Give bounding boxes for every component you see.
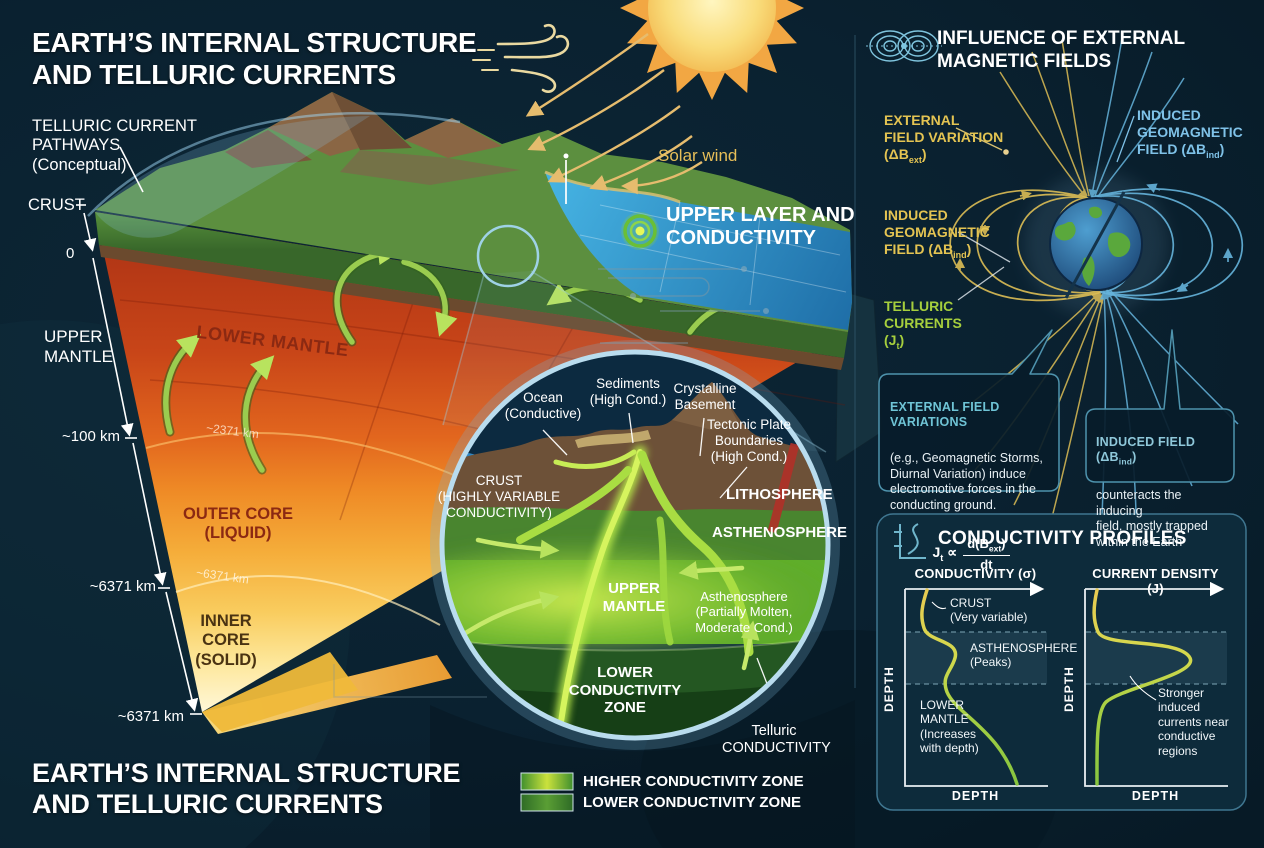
external-variations-infobox-body: (e.g., Geomagnetic Storms, Diurnal Varia… [890, 451, 1043, 512]
upper-mantle-label: UPPER MANTLE [44, 327, 113, 367]
depth-x-axis-label-1: DEPTH [951, 789, 1000, 803]
page-title: EARTH’S INTERNAL STRUCTURE AND TELLURIC … [32, 27, 477, 91]
conductivity-axis-title: CONDUCTIVITY (σ) [914, 566, 1037, 581]
current-density-axis-title: CURRENT DENSITY (J) [1092, 566, 1219, 597]
conductivity-profiles-panel [876, 513, 1247, 811]
inset-ocean-label: Ocean (Conductive) [504, 390, 582, 421]
legend-swatches [520, 772, 574, 812]
induced-geomagnetic-field-yellow-label: INDUCED GEOMAGNETIC FIELD (ΔBind) [884, 207, 990, 261]
external-variations-infobox-header: EXTERNAL FIELD VARIATIONS [890, 399, 1000, 429]
magnetic-field-illustration [866, 30, 1244, 561]
depth-6371km-outer-label: ~6371 km [89, 578, 156, 595]
telluric-currents-label: TELLURIC CURRENTS (Jt) [884, 298, 962, 352]
external-variations-infobox: EXTERNAL FIELD VARIATIONS (e.g., Geomagn… [890, 381, 1052, 591]
induced-field-infobox-header: INDUCED FIELD (ΔBind) [1096, 434, 1196, 467]
profiles-panel-title: CONDUCTIVITY PROFILES [938, 528, 1187, 549]
induced-geomagnetic-field-blue-label: INDUCED GEOMAGNETIC FIELD (ΔBind) [1137, 107, 1243, 161]
depth-100km-label: ~100 km [62, 428, 120, 445]
legend-higher-label: HIGHER CONDUCTIVITY ZONE [583, 773, 804, 790]
depth-x-axis-label-2: DEPTH [1131, 789, 1180, 803]
inset-upper-mantle-label: UPPER MANTLE [602, 580, 666, 615]
circuit-decor [333, 266, 769, 698]
inset-crystalline-label: Crystalline Basement [673, 381, 737, 412]
inset-tectonic-label: Tectonic Plate Boundaries (High Cond.) [706, 417, 792, 464]
upper-layer-title: UPPER LAYER AND CONDUCTIVITY [666, 204, 855, 249]
external-field-variation-label: EXTERNAL FIELD VARIATION (ΔBext) [884, 112, 1004, 166]
lower-mantle-chart-note: LOWER MANTLE (Increases with depth) [920, 698, 979, 756]
crust-chart-note: CRUST (Very variable) [950, 596, 1028, 625]
induced-field-infobox: INDUCED FIELD (ΔBind) counteracts the in… [1096, 416, 1228, 569]
footer-title: EARTH’S INTERNAL STRUCTURE AND TELLURIC … [32, 758, 461, 820]
inset-lower-zone-label: LOWER CONDUCTIVITY ZONE [568, 664, 682, 717]
telluric-current-formula: Jt ∝ d(Bext)dt [890, 536, 1052, 572]
solar-wind-label: Solar wind [658, 146, 738, 165]
wind-icon [472, 23, 570, 93]
inset-asthenosphere-label: ASTHENOSPHERE [712, 524, 848, 541]
upper-layer-icon [621, 212, 659, 250]
depth-y-axis-label-1: DEPTH [881, 666, 896, 712]
telluric-pathways-label: TELLURIC CURRENT PATHWAYS (Conceptual) [32, 117, 198, 174]
inset-sediments-label: Sediments (High Cond.) [589, 376, 667, 407]
crust-label: CRUST [28, 196, 85, 214]
inset-lithosphere-label: LITHOSPHERE [726, 486, 833, 503]
magnetic-panel-title: INFLUENCE OF EXTERNAL MAGNETIC FIELDS [937, 28, 1186, 72]
legend-lower-label: LOWER CONDUCTIVITY ZONE [583, 794, 802, 811]
inset-asthenosphere-note: Asthenosphere (Partially Molten, Moderat… [695, 589, 793, 635]
depth-zero-label: 0 [66, 245, 75, 262]
inset-crust-label: CRUST (HIGHLY VARIABLE CONDUCTIVITY) [437, 473, 561, 520]
inset-telluric-conductivity-label: Telluric CONDUCTIVITY [722, 723, 831, 757]
stronger-currents-chart-note: Stronger induced currents near conductiv… [1158, 686, 1229, 758]
sun-icon [620, 0, 804, 100]
solar-wind-arrows [525, 33, 703, 195]
asthenosphere-chart-note: ASTHENOSPHERE (Peaks) [970, 641, 1078, 670]
induced-field-infobox-body: counteracts the inducing field, mostly t… [1096, 488, 1208, 549]
depth-scale [76, 146, 202, 715]
depth-6371km-inner-label: ~6371 km [117, 708, 184, 725]
outer-core-label: OUTER CORE (LIQUID) [182, 505, 293, 543]
inner-core-label: INNER CORE (SOLID) [195, 612, 257, 669]
